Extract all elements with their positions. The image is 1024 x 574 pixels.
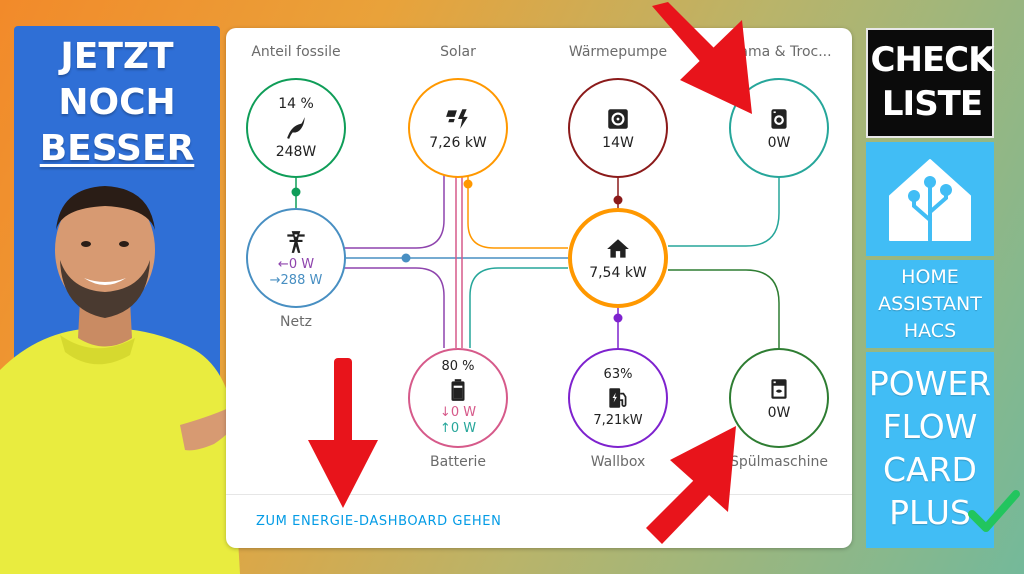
node-home[interactable]: 7,54 kW [568, 208, 668, 308]
hacs-line-1: HOME [901, 266, 959, 288]
home-assistant-logo-tile [866, 142, 994, 256]
node-grid-circle: ←0 W →288 W [246, 208, 346, 308]
promo-line-2: NOCH [58, 82, 176, 123]
power-flow-card-plus-tile: POWER FLOW CARD PLUS [866, 352, 994, 548]
promo-line-3: BESSER [39, 128, 195, 169]
hacs-text: HOME ASSISTANT HACS [866, 264, 994, 345]
checklist-line-2: LISTE [881, 84, 983, 124]
node-heatpump-circle: 14W [568, 78, 668, 178]
battery-out: ↑0 W [439, 421, 477, 436]
heat-pump-icon [608, 109, 628, 129]
battery-percent: 80 % [441, 359, 475, 374]
node-wallbox-label: Wallbox [590, 454, 646, 470]
dishwasher-icon [771, 379, 787, 399]
node-heatpump-label: Wärmepumpe [568, 44, 668, 60]
wallbox-power: 7,21kW [593, 413, 643, 428]
hacs-line-2: ASSISTANT [878, 293, 982, 315]
battery-in: ↓0 W [439, 405, 477, 420]
node-grid-label: Netz [280, 314, 312, 330]
pfc-line-1: POWER [868, 364, 992, 403]
pfc-line-2: FLOW [882, 407, 978, 446]
node-solar-circle: 7,26 kW [408, 78, 508, 178]
fossil-percent: 14 % [278, 96, 314, 112]
presenter-photo [0, 186, 274, 574]
pfc-line-3: CARD [883, 450, 977, 489]
home-icon [607, 239, 629, 258]
power-flow-card: Anteil fossile 14 % 248W Solar 7,26 kW W… [226, 28, 852, 548]
battery-icon [451, 379, 465, 401]
node-dishwasher-label: Spülmaschine [730, 454, 828, 470]
promo-line-1: JETZT [60, 36, 174, 77]
node-battery-circle: 80 % ↓0 W ↑0 W [408, 348, 508, 448]
wallbox-percent: 63% [603, 367, 633, 382]
green-checkmark-icon [968, 490, 1020, 532]
solar-power-icon [446, 109, 468, 129]
pfc-line-4: PLUS [889, 493, 971, 532]
flow-lines [291, 150, 780, 348]
node-battery-label: Batterie [429, 454, 487, 470]
fossil-power: 248W [275, 144, 317, 160]
pfc-text: POWER FLOW CARD PLUS [866, 362, 994, 534]
node-wallbox[interactable]: 63% 7,21kW Wallbox [568, 348, 668, 470]
dishwasher-power: 0W [767, 405, 791, 421]
red-arrow-down-icon [308, 358, 378, 508]
checklist-text: CHECK LISTE [868, 38, 996, 126]
heatpump-power: 14W [602, 135, 634, 151]
node-fossil-circle: 14 % 248W [246, 78, 346, 178]
node-battery[interactable]: 80 % ↓0 W ↑0 W Batterie [408, 348, 508, 470]
node-heatpump[interactable]: Wärmepumpe 14W [568, 44, 668, 178]
node-washer-label: Wama & Troc... [726, 44, 832, 60]
energy-dashboard-link[interactable]: ZUM ENERGIE-DASHBOARD GEHEN [256, 514, 502, 529]
home-assistant-logo-icon [889, 159, 971, 242]
hacs-line-3: HACS [903, 320, 957, 342]
node-home-circle: 7,54 kW [568, 208, 668, 308]
node-solar-label: Solar [440, 44, 476, 60]
red-arrow-dishwasher-icon [646, 426, 736, 544]
grid-import: ←0 W [277, 257, 315, 272]
node-fossil[interactable]: Anteil fossile 14 % 248W [246, 44, 346, 178]
leaf-icon [287, 117, 305, 139]
red-arrow-washer-icon [652, 2, 752, 114]
checklist-tile: CHECK LISTE [866, 28, 994, 138]
home-power: 7,54 kW [589, 265, 647, 281]
node-grid[interactable]: ←0 W →288 W Netz [246, 208, 346, 330]
node-dishwasher-circle: 0W [729, 348, 829, 448]
checklist-line-1: CHECK [870, 40, 995, 80]
node-washer[interactable]: Wama & Troc... 0W [726, 44, 832, 178]
solar-power: 7,26 kW [429, 135, 487, 151]
hacs-tile: HOME ASSISTANT HACS [866, 260, 994, 348]
ev-station-icon [609, 388, 627, 408]
node-wallbox-circle: 63% 7,21kW [568, 348, 668, 448]
washing-machine-icon [771, 109, 787, 129]
node-solar[interactable]: Solar 7,26 kW [408, 44, 508, 178]
node-fossil-label: Anteil fossile [251, 44, 341, 60]
grid-export: →288 W [269, 273, 323, 288]
transmission-tower-icon [287, 231, 305, 253]
node-dishwasher[interactable]: 0W Spülmaschine [729, 348, 829, 470]
washer-power: 0W [767, 135, 791, 151]
card-divider [226, 494, 852, 495]
